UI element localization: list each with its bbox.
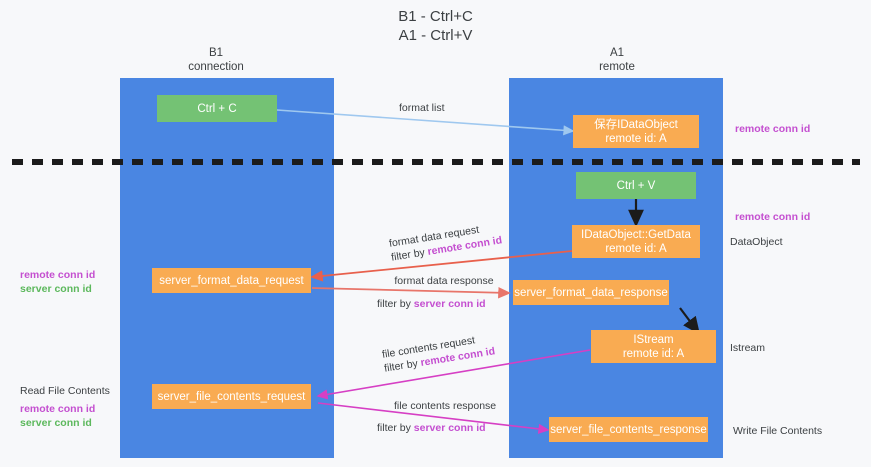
right-key-remote-conn-id-top: remote conn id — [735, 123, 811, 135]
node-istream-line1: IStream — [633, 333, 674, 346]
column-b1-role: connection — [188, 61, 244, 73]
left-label-read-file-contents: Read File Contents — [20, 385, 110, 397]
edge-label-file-contents-response-key: server conn id — [413, 422, 486, 434]
column-caption-b1: B1 connection — [152, 46, 280, 74]
node-getdata-line2: remote id: A — [605, 242, 667, 255]
column-a1-role: remote — [599, 61, 635, 73]
node-server-file-contents-request[interactable]: server_file_contents_request — [152, 384, 311, 409]
edge-label-format-data-response-prefix: filter by — [377, 298, 414, 310]
node-server-file-contents-request-label: server_file_contents_request — [157, 390, 306, 403]
edge-label-format-data-request: format data request filter by remote con… — [388, 224, 568, 269]
column-a1-name: A1 — [609, 47, 625, 59]
edge-label-format-data-response-key: server conn id — [413, 298, 486, 310]
edge-label-file-contents-response-prefix: filter by — [377, 422, 414, 434]
node-getdata-line1: IDataObject::GetData — [581, 228, 691, 241]
edge-label-format-list-text: format list — [399, 102, 445, 114]
node-ctrl-c-label: Ctrl + C — [197, 102, 237, 115]
edge-label-format-list: format list — [399, 101, 445, 115]
left-key-remote-conn-id-bottom: remote conn id — [20, 403, 96, 415]
right-label-write-file-contents: Write File Contents — [733, 425, 823, 437]
arrow-format-data-response — [311, 286, 511, 299]
edge-label-file-contents-response-line1: file contents response — [394, 400, 497, 412]
right-key-remote-conn-id-mid: remote conn id — [735, 211, 811, 223]
column-b1-name: B1 — [208, 47, 224, 59]
left-key-remote-conn-id-middle: remote conn id — [20, 269, 96, 281]
node-server-format-data-response-label: server_format_data_response — [514, 286, 668, 299]
node-server-format-data-response[interactable]: server_format_data_response — [513, 280, 669, 305]
node-store-dataobject-line2: remote id: A — [605, 132, 667, 145]
node-store-dataobject-line1: 保存IDataObject — [594, 118, 678, 131]
right-label-istream: Istream — [730, 342, 766, 354]
edge-label-format-data-response: format data response — [383, 274, 505, 288]
node-server-format-data-request[interactable]: server_format_data_request — [152, 268, 311, 293]
node-ctrl-v[interactable]: Ctrl + V — [576, 172, 696, 199]
node-server-file-contents-response[interactable]: server_file_contents_response — [549, 417, 708, 442]
node-ctrl-v-label: Ctrl + V — [616, 179, 656, 192]
title-line-2: A1 - Ctrl+V — [398, 27, 473, 44]
node-istream-line2: remote id: A — [622, 347, 685, 360]
left-key-server-conn-id-bottom: server conn id — [20, 417, 92, 429]
right-label-dataobject: DataObject — [730, 236, 783, 248]
edge-label-format-data-response-filter: filter by server conn id — [377, 297, 486, 311]
node-getdata[interactable]: IDataObject::GetData remote id: A — [572, 225, 700, 258]
title-line-1: B1 - Ctrl+C — [398, 8, 473, 25]
node-istream[interactable]: IStream remote id: A — [591, 330, 716, 363]
node-server-file-contents-response-label: server_file_contents_response — [550, 423, 707, 436]
column-caption-a1: A1 remote — [553, 46, 681, 74]
edge-label-format-data-response-line1: format data response — [394, 275, 494, 287]
node-server-format-data-request-label: server_format_data_request — [159, 274, 304, 287]
node-ctrl-c[interactable]: Ctrl + C — [157, 95, 277, 122]
left-key-server-conn-id-middle: server conn id — [20, 283, 92, 295]
edge-label-file-contents-response-filter: filter by server conn id — [377, 421, 486, 435]
node-store-dataobject[interactable]: 保存IDataObject remote id: A — [573, 115, 699, 148]
edge-label-file-contents-request: file contents request filter by remote c… — [381, 334, 571, 380]
page-title: B1 - Ctrl+C A1 - Ctrl+V — [0, 7, 871, 45]
edge-label-file-contents-response: file contents response — [394, 399, 496, 413]
